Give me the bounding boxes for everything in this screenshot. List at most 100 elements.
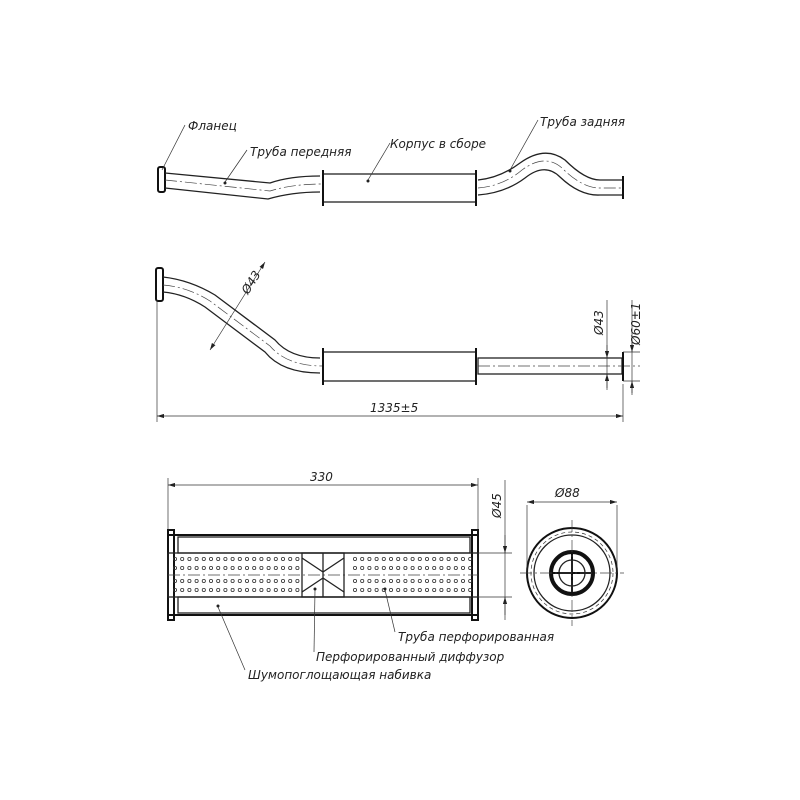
perforation-hole xyxy=(201,557,206,562)
perforation-hole xyxy=(367,579,372,584)
perforation-hole xyxy=(381,566,386,571)
muffler-body-side xyxy=(322,351,477,382)
perforation-hole xyxy=(396,588,401,593)
perforation-hole xyxy=(223,566,228,571)
perforation-hole xyxy=(381,557,386,562)
perforation-hole xyxy=(273,588,278,593)
perforation-hole xyxy=(468,557,473,562)
perforation-hole xyxy=(468,566,473,571)
perforation-hole xyxy=(223,579,228,584)
perforation-hole xyxy=(374,566,379,571)
packing-bottom xyxy=(177,596,471,614)
perforation-hole xyxy=(223,557,228,562)
perforation-hole xyxy=(446,557,451,562)
perforation-hole xyxy=(410,579,415,584)
perforation-hole xyxy=(208,588,213,593)
perforation-hole xyxy=(403,579,408,584)
perforation-hole xyxy=(396,566,401,571)
perforation-hole xyxy=(252,566,257,571)
perforation-hole xyxy=(295,557,300,562)
perforation-hole xyxy=(367,557,372,562)
perforation-hole xyxy=(187,566,192,571)
perforation-hole xyxy=(410,566,415,571)
perforation-hole xyxy=(230,588,235,593)
dim-flange-diameter: Ø60±1 xyxy=(629,303,643,346)
section-view: 330 Ø45 Ø88 xyxy=(167,470,624,682)
perforation-hole xyxy=(410,557,415,562)
perforation-hole xyxy=(388,579,393,584)
perforation-hole xyxy=(237,579,242,584)
label-body-assembly: Корпус в сборе xyxy=(390,137,486,151)
perforation-hole xyxy=(273,557,278,562)
perforation-hole xyxy=(432,588,437,593)
perforation-hole xyxy=(223,588,228,593)
perforation-hole xyxy=(208,579,213,584)
perforation-hole xyxy=(288,579,293,584)
perforation-hole xyxy=(172,566,177,571)
perforation-hole xyxy=(244,579,249,584)
perforation-hole xyxy=(424,557,429,562)
perforation-hole xyxy=(468,579,473,584)
perforation-hole xyxy=(172,579,177,584)
perforation-hole xyxy=(208,566,213,571)
perforation-hole xyxy=(388,557,393,562)
perforation-hole xyxy=(194,557,199,562)
perforation-hole xyxy=(446,579,451,584)
dim-body-diameter: Ø88 xyxy=(554,486,580,500)
perforation-hole xyxy=(266,588,271,593)
dim-overall-length: 1335±5 xyxy=(370,401,418,415)
dim-inner-diameter: Ø45 xyxy=(490,493,504,519)
perforation-hole xyxy=(295,588,300,593)
perforation-hole xyxy=(367,588,372,593)
perforation-hole xyxy=(403,566,408,571)
perforation-hole xyxy=(280,579,285,584)
perforation-hole xyxy=(187,588,192,593)
perforation-hole xyxy=(216,566,221,571)
perforation-hole xyxy=(244,588,249,593)
perforation-hole xyxy=(180,579,185,584)
perforation-hole xyxy=(259,566,264,571)
label-sound-absorbing-packing: Шумопоглощающая набивка xyxy=(248,668,431,682)
perforation-hole xyxy=(424,566,429,571)
perforation-hole xyxy=(237,557,242,562)
perforation-hole xyxy=(194,588,199,593)
perforation-hole xyxy=(446,588,451,593)
perforation-hole xyxy=(417,588,422,593)
perforation-hole xyxy=(360,588,365,593)
perforation-hole xyxy=(468,588,473,593)
perforation-hole xyxy=(424,588,429,593)
perforation-hole xyxy=(432,579,437,584)
dim-front-pipe-diameter: Ø43 xyxy=(238,268,264,297)
perforation-hole xyxy=(237,588,242,593)
perforation-hole xyxy=(396,579,401,584)
perforation-hole xyxy=(288,557,293,562)
perforation-hole xyxy=(439,579,444,584)
end-view xyxy=(520,520,624,626)
perforation-hole xyxy=(259,588,264,593)
perforation-hole xyxy=(439,557,444,562)
perforation-hole xyxy=(288,566,293,571)
perforation-hole xyxy=(208,557,213,562)
perforation-hole xyxy=(295,579,300,584)
perforation-hole xyxy=(180,557,185,562)
perforation-hole xyxy=(295,566,300,571)
perforation-hole xyxy=(201,579,206,584)
perforation-hole xyxy=(410,588,415,593)
perforation-hole xyxy=(266,557,271,562)
perforation-hole xyxy=(266,579,271,584)
perforation-hole xyxy=(453,588,458,593)
perforation-hole xyxy=(352,579,357,584)
perforation-hole xyxy=(417,566,422,571)
perforation-hole xyxy=(417,579,422,584)
perforation-hole xyxy=(432,566,437,571)
perforation-hole xyxy=(252,557,257,562)
perforation-hole xyxy=(259,579,264,584)
perforation-hole xyxy=(252,588,257,593)
perforation-hole xyxy=(288,588,293,593)
perforation-hole xyxy=(280,566,285,571)
perforation-hole xyxy=(259,557,264,562)
side-view: Ø43 Ø43 Ø60±1 1335±5 xyxy=(155,261,643,422)
perforation-hole xyxy=(403,588,408,593)
